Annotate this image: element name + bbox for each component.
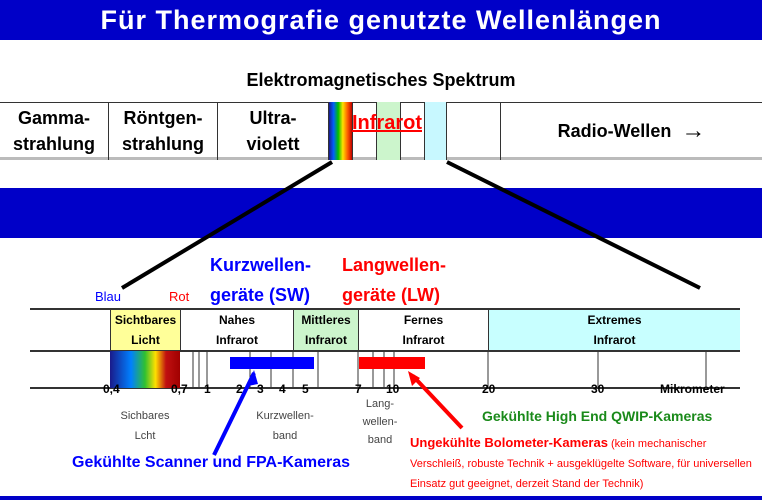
cell-ultraviolett: Ultra- violett [217,102,328,160]
cell-roentgen: Röntgen- strahlung [108,102,217,160]
sw-label-1: Kurzwellen- [210,255,312,275]
rot-label: Rot [169,289,190,304]
bolometer-desc: (kein mechanischer Verschleiß, robuste T… [410,438,752,490]
bolometer-title: Ungekühlte Bolometer-Kameras [410,435,608,450]
tick-label: 3 [257,382,264,396]
sw-band-bar [230,357,314,369]
cell-ir1 [352,102,376,160]
lw-label-2: geräte (LW) [342,285,441,305]
tick-label: 0,4 [103,382,120,396]
unit-label: Mikrometer [660,382,725,396]
lw-arrow-head [408,371,420,386]
zoom-line-right [446,160,701,290]
lw-band-bar [359,357,425,369]
cell-mittleres-ir: Mittleres Infrarot [293,309,358,351]
visible-spectrum-bar [110,351,180,388]
cell-gamma: Gamma- strahlung [12,108,95,154]
cell-sichtbares-licht: Sichtbares Licht [110,309,180,351]
sw-label-2: geräte (SW) [210,285,311,305]
band-sichtbar: Sichbares Lcht [120,410,170,442]
blue-band [0,188,762,238]
zoom-line-left [120,160,334,290]
cell-ir-green [376,102,400,160]
blau-label: Blau [95,289,122,304]
lw-arrow [411,374,464,430]
tick-label: 1 [204,382,211,396]
cell-ir-cyan [424,102,447,160]
arrow-right-icon: → [681,117,706,144]
tick-label: 7 [355,382,362,396]
cell-extremes-ir: Extremes Infrarot [488,309,740,351]
band-kurzwellen: Kurzwellen- band [256,410,314,442]
band-langwellen: Lang- wellen- band [362,398,398,446]
cell-nahes-ir: Nahes Infrarot [180,309,293,351]
qwip-cameras: Gekühlte High End QWIP-Kameras [482,408,713,424]
page-title: Für Thermografie genutzte Wellenlängen [0,0,762,40]
tick-label: 5 [302,382,309,396]
sw-arrow-head [248,370,258,386]
tick-label: 2 [236,382,243,396]
radio-label: Radio-Wellen [557,121,672,141]
tick-label: 0,7 [171,382,188,396]
cell-fernes-ir: Fernes Infrarot [358,309,488,351]
tick-label: 4 [279,382,286,396]
tick-label: 20 [482,382,496,396]
cell-radio: Radio-Wellen → [500,102,762,160]
bolometer-cameras: Ungekühlte Bolometer-Kameras (kein mecha… [410,433,760,494]
cell-ir3 [400,102,424,160]
tick-label: 30 [591,382,605,396]
infrarot-label: Infrarot [352,112,422,134]
tick-label: 10 [386,382,400,396]
lw-label-1: Langwellen- [342,255,447,275]
scanner-cameras: Gekühlte Scanner und FPA-Kameras [72,454,350,471]
visible-rainbow [328,102,352,160]
spectrum-title: Elektromagnetisches Spektrum [246,70,516,90]
sw-arrow [212,372,256,456]
